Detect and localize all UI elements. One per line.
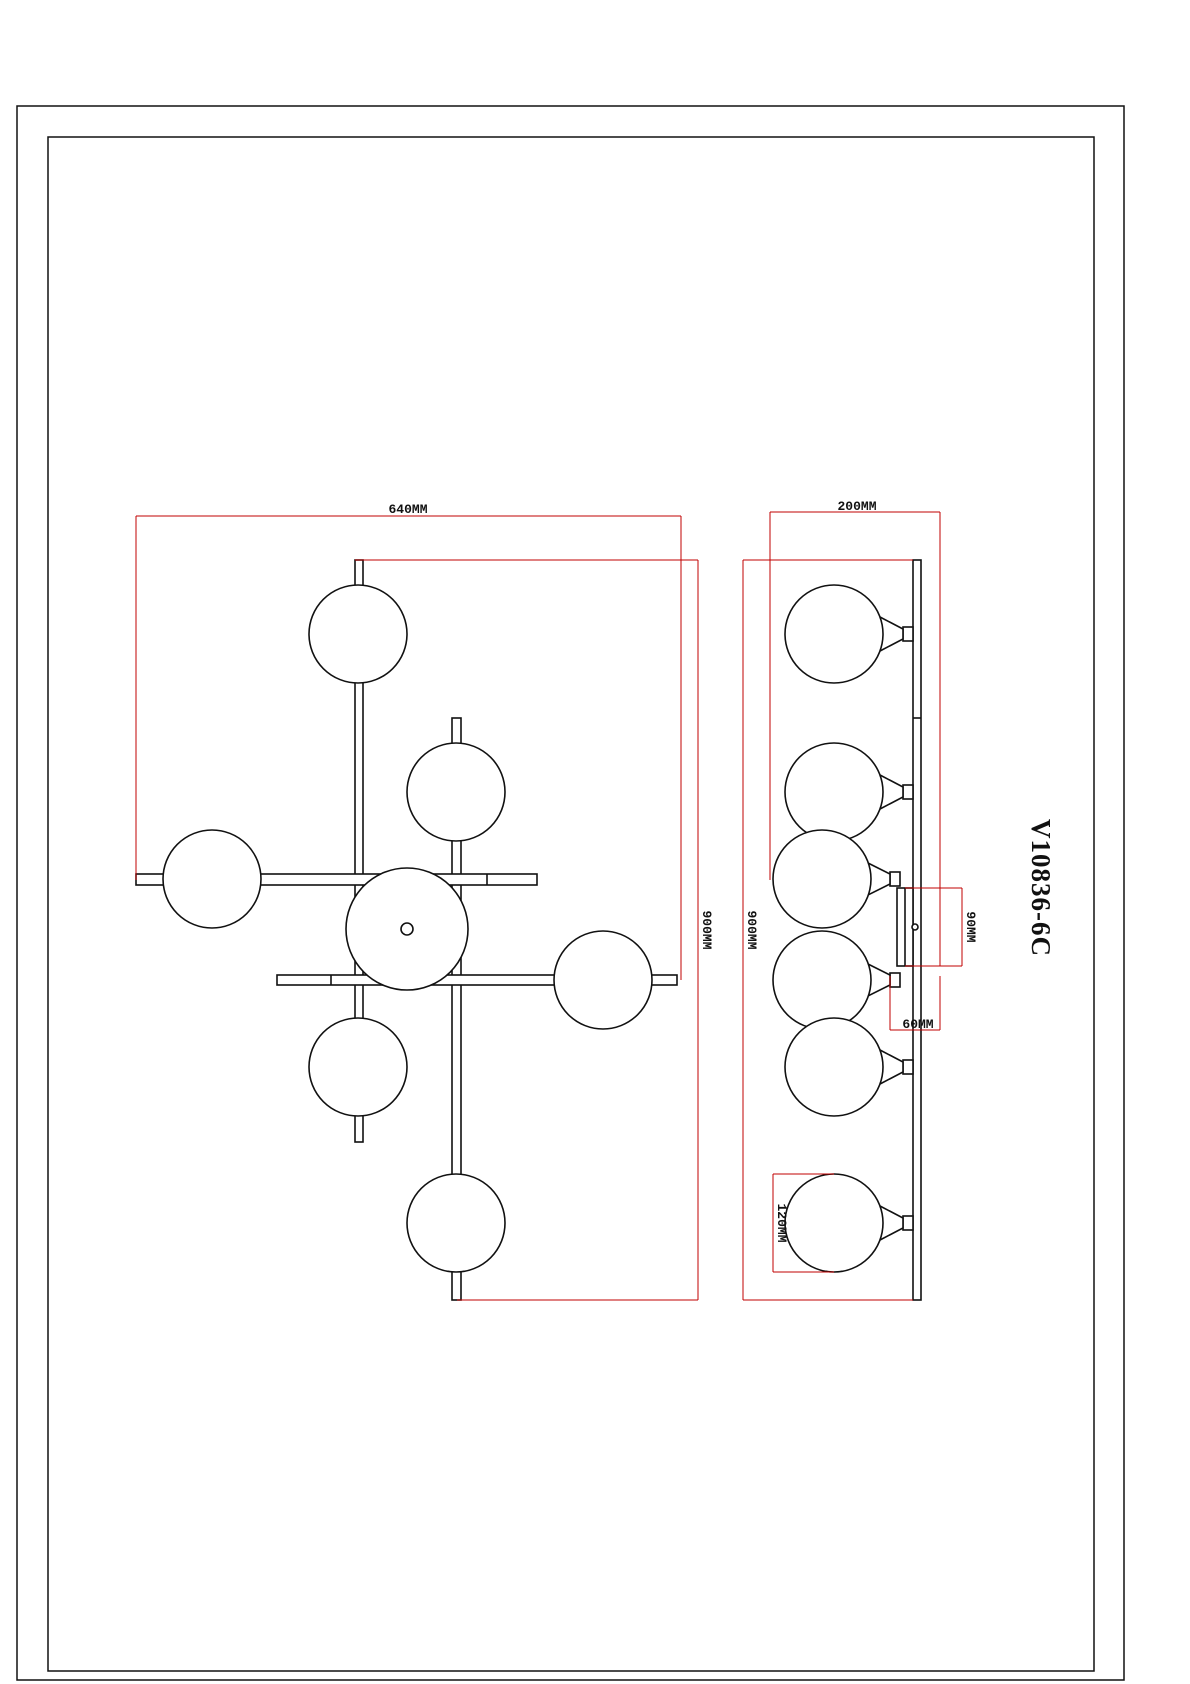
globe-diameter-label: 120MM [774, 1203, 789, 1242]
front-view-globes [162, 584, 653, 1273]
globe [308, 584, 408, 684]
side-view-dimensions [742, 511, 963, 1301]
canopy-screw [400, 922, 414, 936]
front-view-dimensions [135, 515, 699, 1301]
side-view-globes [772, 584, 914, 1273]
model-code: V10836-6C [1026, 819, 1056, 957]
globe-with-socket [784, 1173, 914, 1273]
outer-frame [16, 105, 1125, 1681]
inner-frame [47, 136, 1095, 1672]
canopy-depth-label: 60MM [902, 1017, 933, 1032]
globe [553, 930, 653, 1030]
side-height-label: 900MM [744, 910, 759, 949]
side-view-backplate [896, 559, 922, 1301]
globe [162, 829, 262, 929]
front-width-label: 640MM [388, 502, 427, 517]
globe-with-socket [784, 742, 914, 842]
globe-with-socket [772, 829, 901, 929]
globe [406, 742, 506, 842]
side-view: 200MM 900MM 90MM 60MM 120MM [742, 499, 978, 1301]
globe-with-socket [784, 584, 914, 684]
canopy-height-label: 90MM [963, 911, 978, 942]
front-view-frame [135, 559, 678, 1301]
globe [308, 1017, 408, 1117]
globe-with-socket [772, 930, 901, 1030]
side-depth-label: 200MM [837, 499, 876, 514]
front-view: 640MM 900MM [135, 502, 714, 1301]
globe-with-socket [784, 1017, 914, 1117]
globe [406, 1173, 506, 1273]
front-height-label: 900MM [699, 910, 714, 949]
